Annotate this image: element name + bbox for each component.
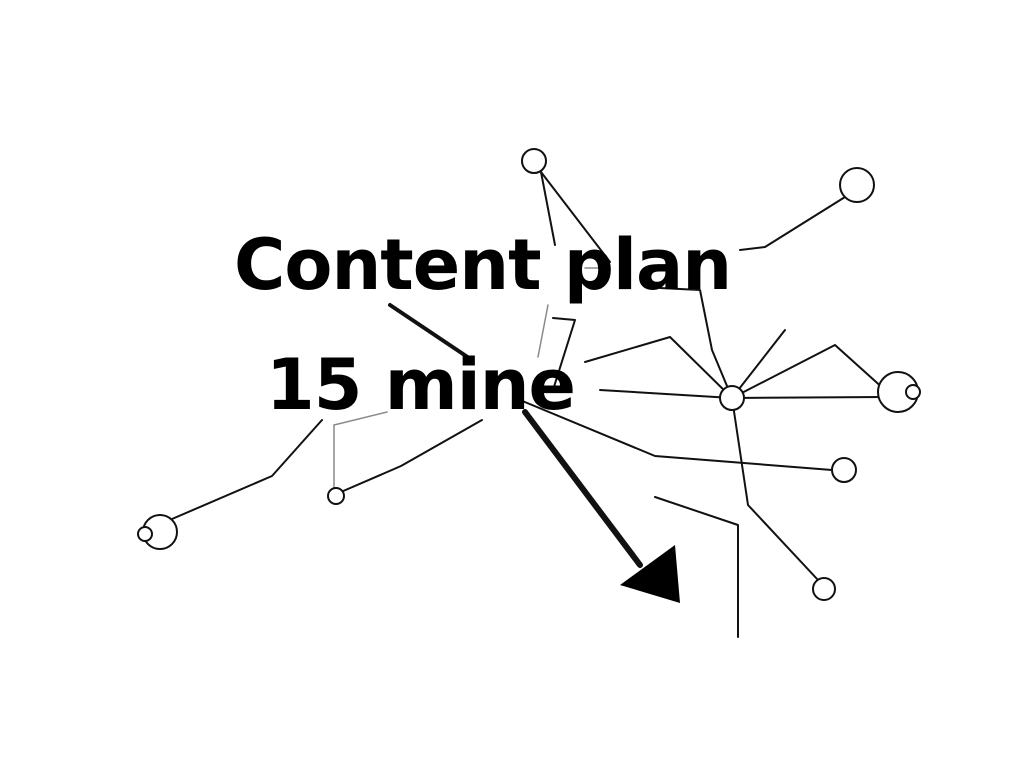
connector-line (731, 397, 819, 581)
connector-line (164, 419, 323, 523)
connector-line (739, 196, 846, 251)
node-circle (831, 457, 857, 483)
connector-line (537, 304, 549, 358)
pointer-arrow (388, 303, 680, 603)
connector-line (333, 411, 388, 426)
connector-line (599, 389, 733, 399)
node-circle (905, 384, 921, 400)
pointer-line (388, 303, 474, 362)
arrow-shaft (522, 409, 643, 568)
connector-line (731, 329, 786, 399)
connector-line (659, 287, 733, 399)
connector-line (731, 396, 886, 399)
title-line-1: Content plan (234, 224, 732, 306)
node-circle (839, 167, 875, 203)
node-circle (137, 526, 153, 542)
connector-line (731, 344, 886, 399)
connector-lines (164, 171, 886, 638)
node-circle (719, 385, 745, 411)
connector-line (654, 496, 739, 638)
nodes (137, 148, 921, 601)
title-line-2: 15 mine (266, 344, 576, 426)
connector-line (540, 171, 611, 263)
connector-line (540, 171, 556, 246)
arrowhead-icon (620, 545, 680, 603)
node-circle (327, 487, 345, 505)
connector-line (333, 419, 483, 496)
node-circle (521, 148, 547, 174)
connector-line (519, 399, 833, 471)
faint-connector-lines (333, 267, 605, 491)
connector-line (584, 336, 733, 399)
connector-line (552, 317, 576, 391)
node-circle (812, 577, 836, 601)
